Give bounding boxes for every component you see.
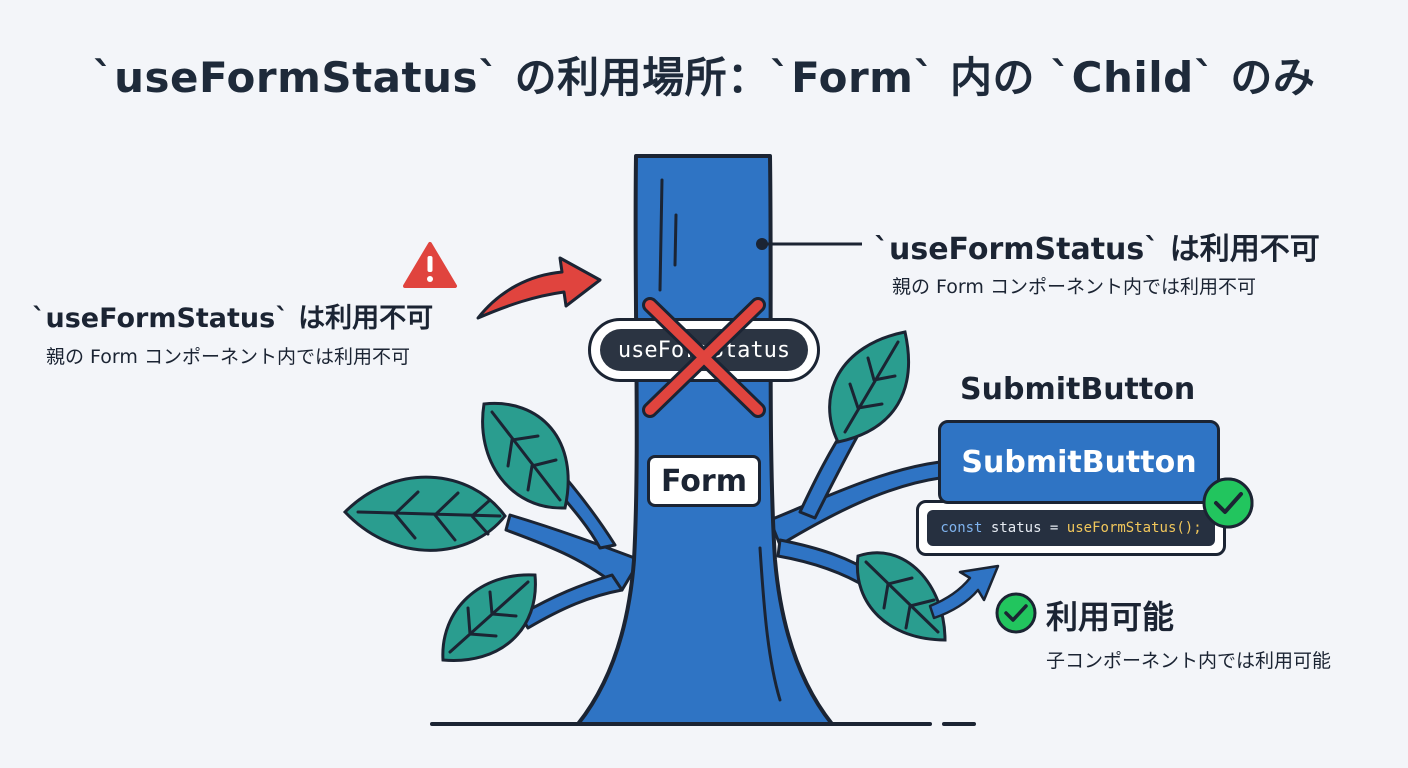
child-component-title: SubmitButton xyxy=(960,372,1196,407)
right-callout-heading: `useFormStatus` は利用不可 xyxy=(874,232,1320,267)
code-variable: status = xyxy=(982,520,1067,536)
trunk-grain-line xyxy=(658,178,664,292)
page-title: `useFormStatus` の利用場所：`Form` 内の `Child` … xyxy=(92,53,1316,102)
check-circle-icon xyxy=(1202,477,1254,529)
trunk-grain-line xyxy=(758,546,782,702)
leader-dot xyxy=(756,238,768,250)
arrow-to-ok xyxy=(928,564,1000,620)
code-snippet-box: const status = useFormStatus(); xyxy=(916,500,1226,556)
right-callout-subtext: 親の Form コンポーネント内では利用不可 xyxy=(892,276,1256,298)
hook-pill: useFormStatus xyxy=(588,318,820,382)
warning-icon xyxy=(403,242,457,288)
form-label-box: Form xyxy=(647,455,761,507)
hook-label: useFormStatus xyxy=(600,329,808,371)
right-branch xyxy=(768,460,942,547)
leaf xyxy=(828,330,910,444)
ok-callout-heading: 利用可能 xyxy=(1046,598,1175,636)
code-call: useFormStatus(); xyxy=(1066,520,1202,536)
arrow-to-trunk xyxy=(476,256,602,320)
left-branch-lower xyxy=(518,573,624,630)
code-snippet: const status = useFormStatus(); xyxy=(927,510,1215,546)
leaf xyxy=(441,573,537,662)
submit-button: SubmitButton xyxy=(938,420,1220,504)
check-circle-icon xyxy=(995,592,1037,634)
ok-callout-subtext: 子コンポーネント内では利用可能 xyxy=(1046,650,1332,672)
trunk-grain-line xyxy=(673,213,678,267)
tree-trunk xyxy=(576,154,834,726)
leaf xyxy=(342,475,507,552)
leaf xyxy=(855,551,947,642)
left-callout-heading: `useFormStatus` は利用不可 xyxy=(32,303,434,334)
code-keyword: const xyxy=(940,520,983,536)
left-callout-subtext: 親の Form コンポーネント内では利用不可 xyxy=(46,346,410,368)
leaf xyxy=(481,401,570,510)
